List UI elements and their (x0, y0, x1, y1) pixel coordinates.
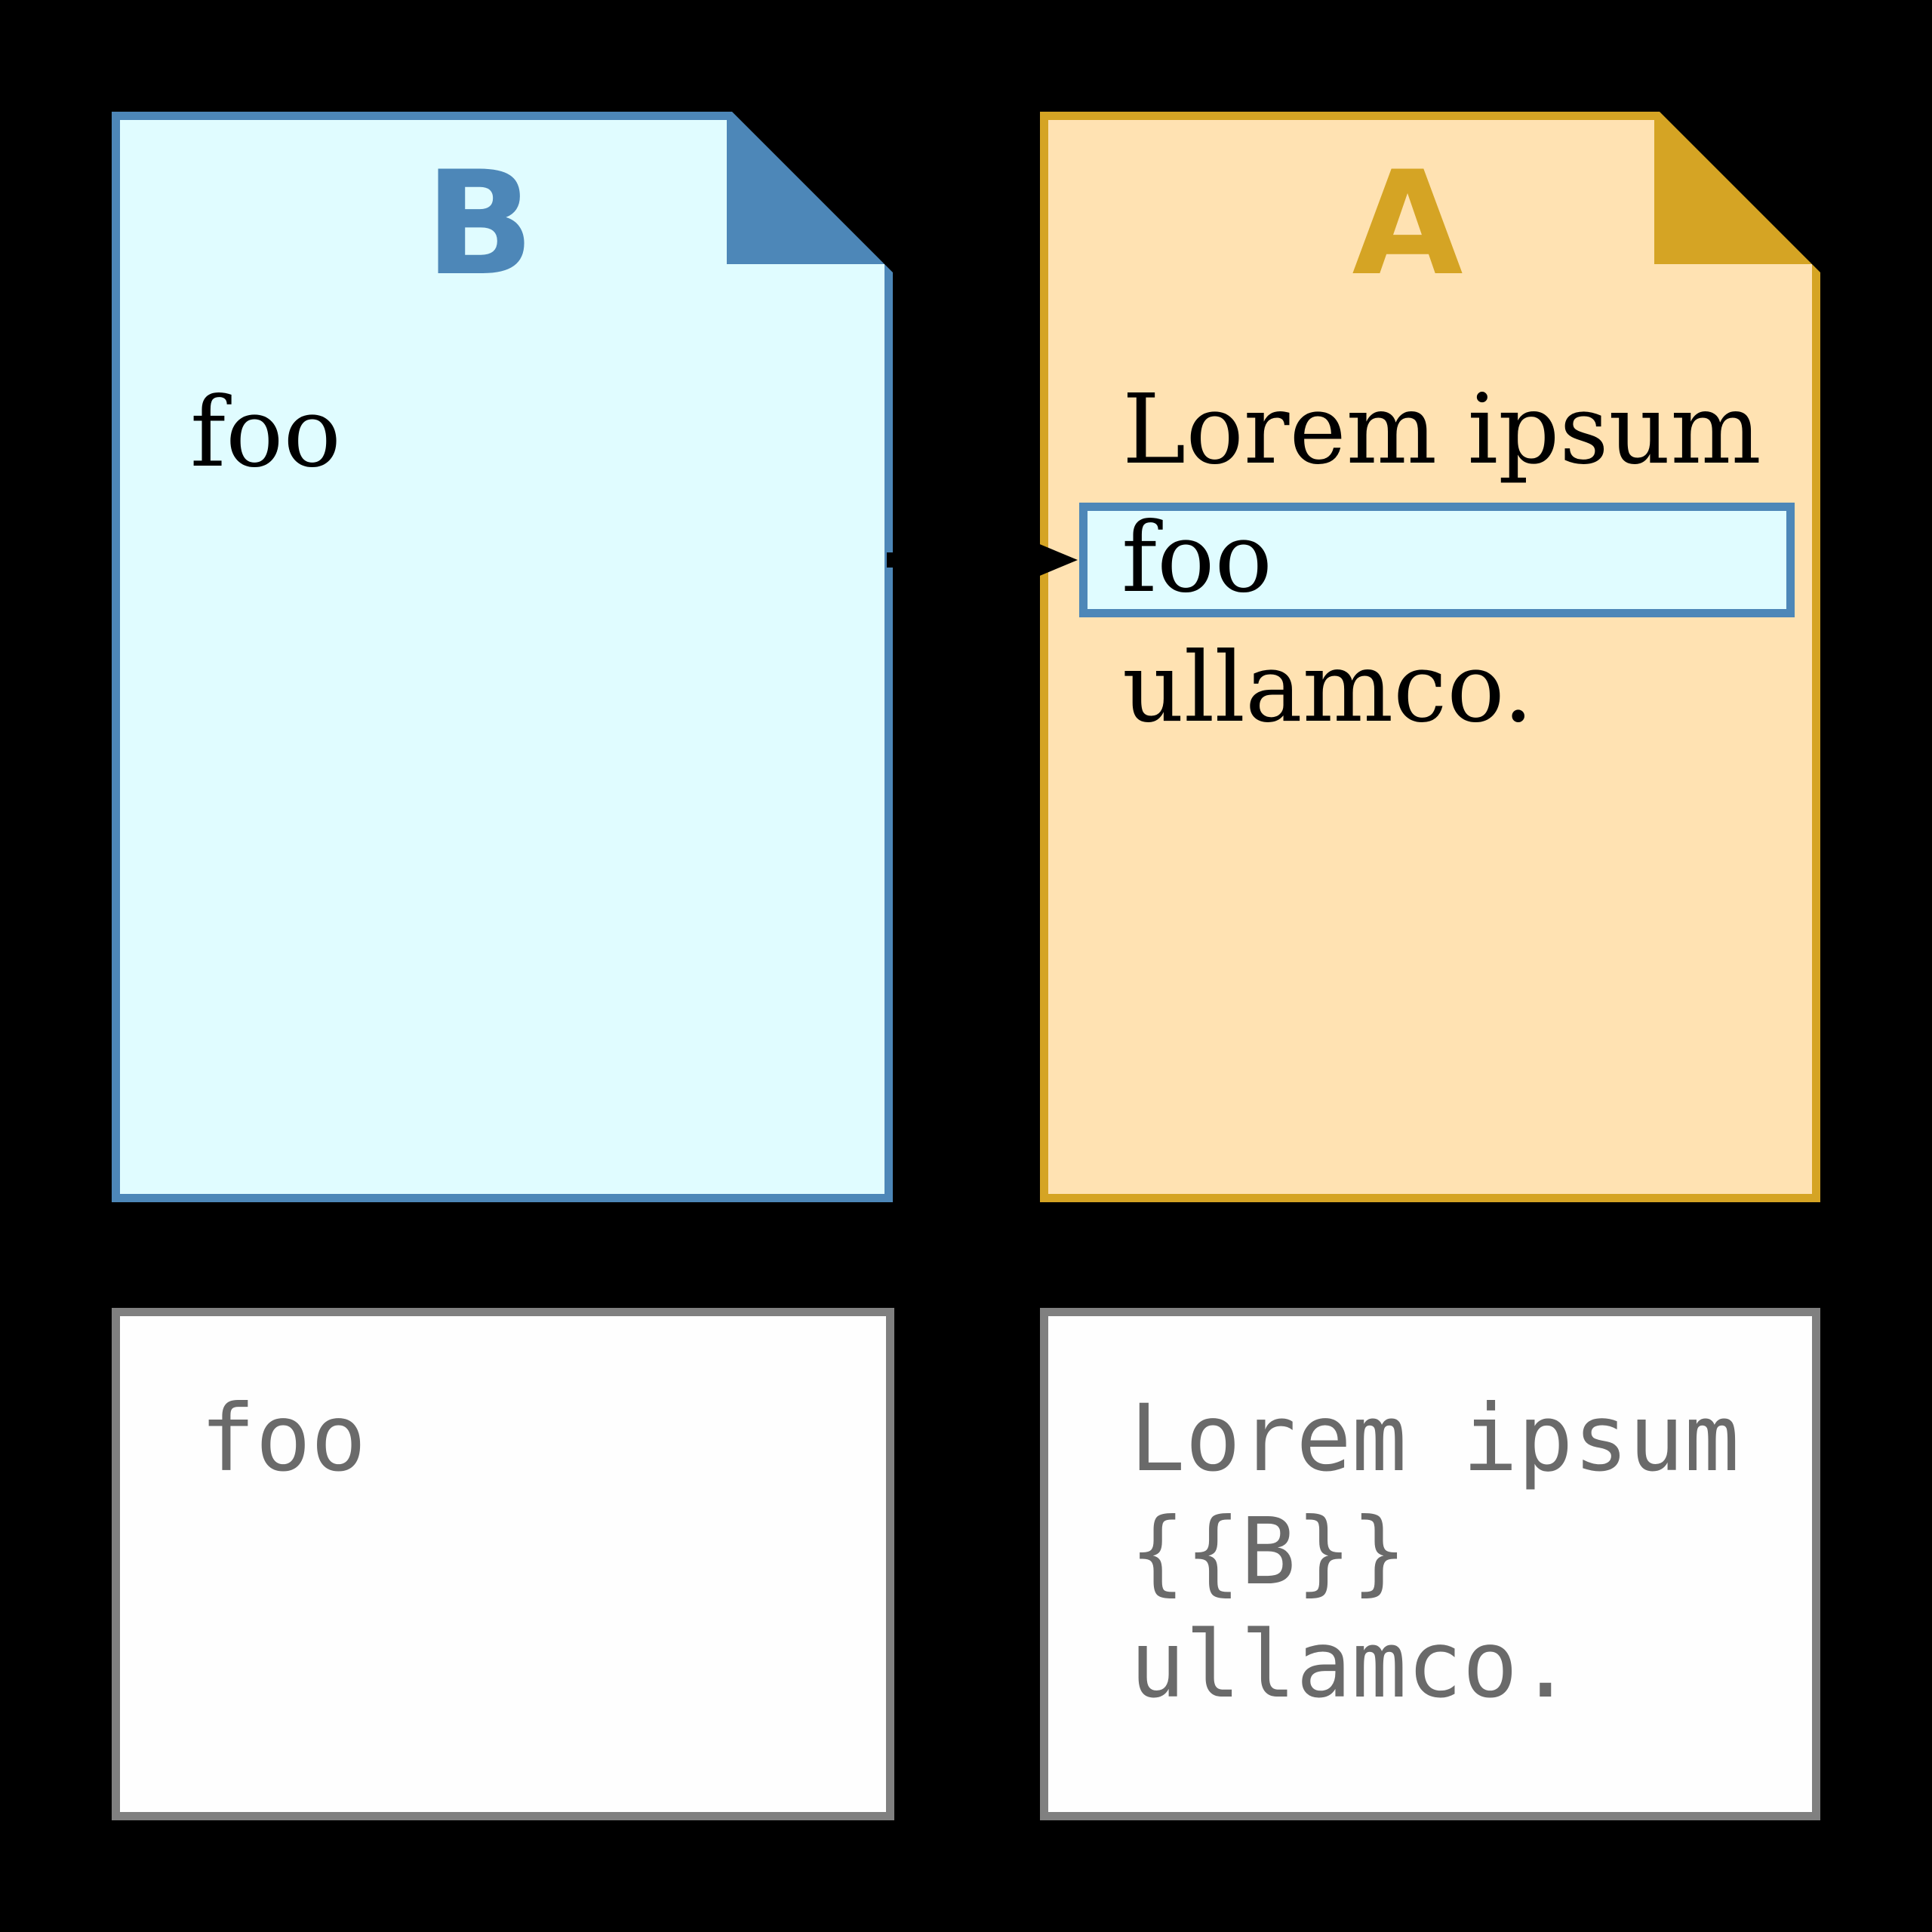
source-code-box-b: foo (112, 1308, 894, 1820)
document-a-transcluded-text: foo (1121, 502, 1272, 614)
source-code-a-line: Lorem ipsum (1130, 1385, 1740, 1492)
source-code-a-line: ullamco. (1130, 1611, 1574, 1718)
transclusion-arrow-stem (887, 552, 1026, 568)
document-a-title: A (1352, 140, 1463, 307)
document-b-title: B (425, 140, 534, 307)
transclusion-arrow-head-icon (1023, 537, 1078, 583)
source-code-box-a: Lorem ipsum {{B}} ullamco. (1040, 1308, 1820, 1820)
source-code-a-line: {{B}} (1130, 1498, 1407, 1605)
document-a-text-after: ullamco. (1122, 632, 1534, 743)
document-a-text-before: Lorem ipsum (1122, 374, 1761, 485)
source-code-b-line: foo (200, 1385, 367, 1492)
document-b-paper (120, 120, 884, 1194)
transclusion-highlight-box (1079, 503, 1795, 617)
document-a: A Lorem ipsum foo ullamco. (1040, 112, 1820, 1202)
document-b: B foo (112, 112, 893, 1202)
document-b-body-text: foo (190, 377, 341, 488)
document-a-paper (1048, 120, 1812, 1194)
